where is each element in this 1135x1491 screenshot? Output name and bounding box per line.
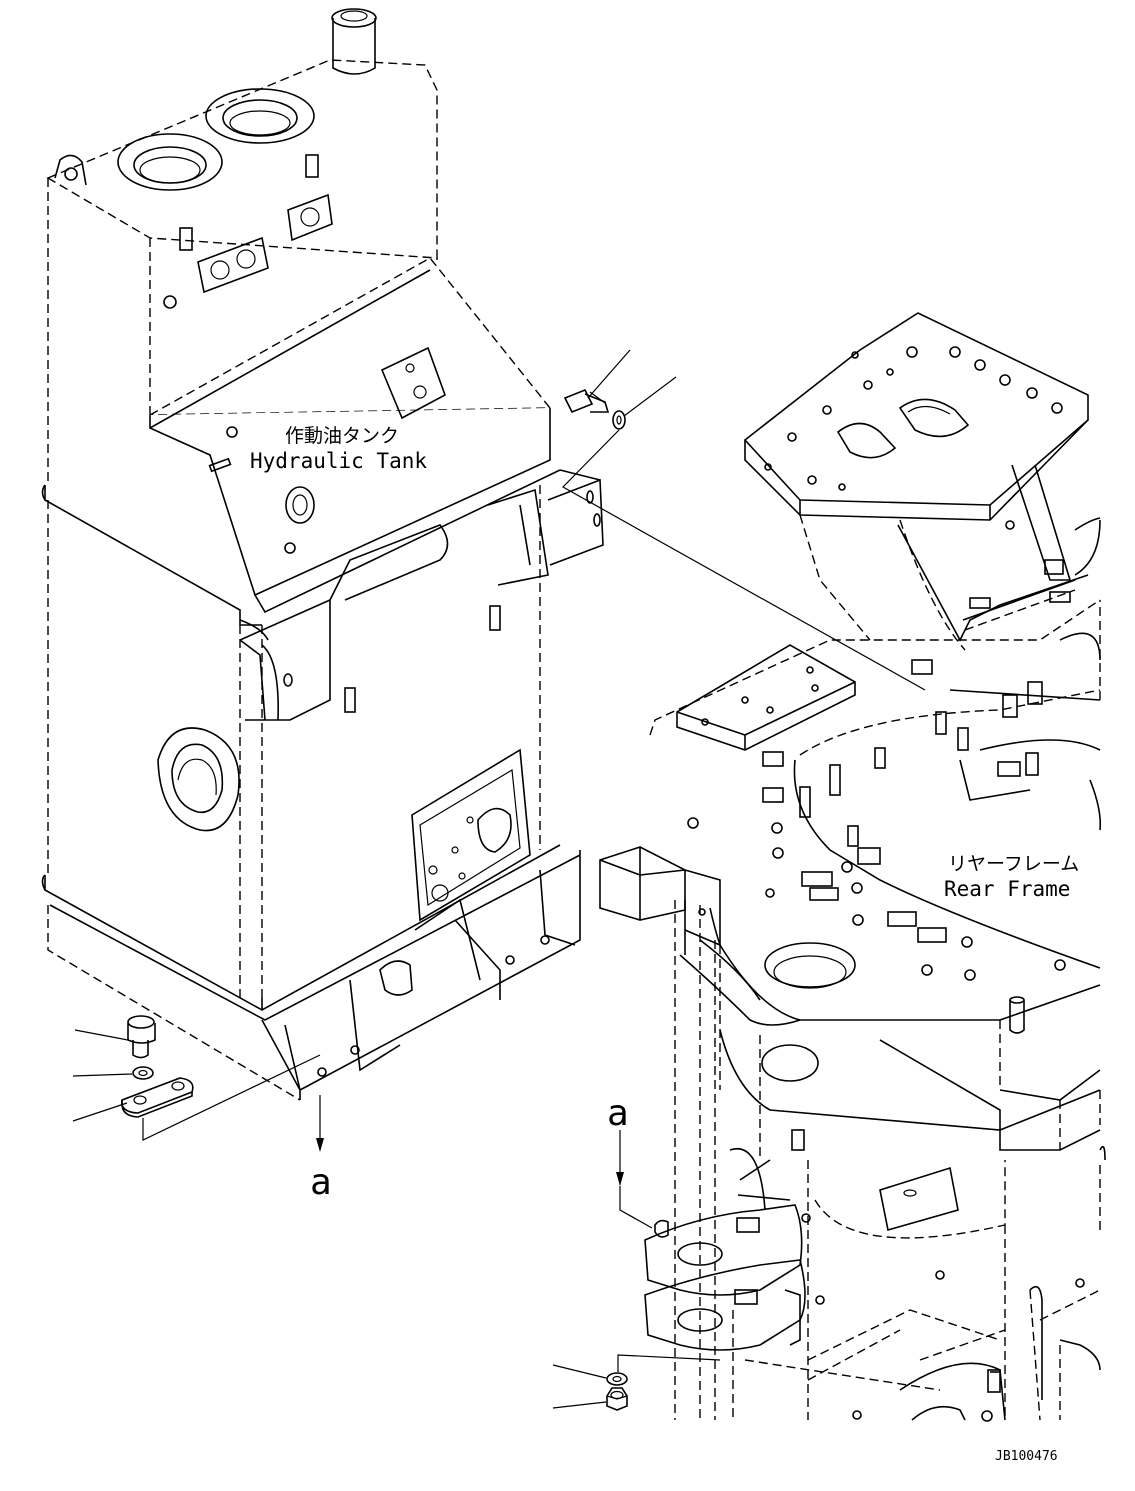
tank-upper-bracket xyxy=(239,469,604,721)
slope-flange xyxy=(380,346,446,420)
frame-cross-member xyxy=(679,939,1101,1151)
bolt-icon xyxy=(563,388,610,414)
pivot-hardware xyxy=(552,1130,721,1411)
deck-bosses xyxy=(687,659,1066,1034)
bolt-icon xyxy=(127,1015,156,1059)
flange-plate-1 xyxy=(197,236,269,294)
tank-base-skid xyxy=(47,850,581,1101)
nut-icon xyxy=(606,1387,628,1411)
hydraulic-tank-label-jp: 作動油タンク xyxy=(285,425,399,447)
reference-letter-right: a xyxy=(607,1093,629,1134)
rear-frame xyxy=(599,312,1106,1422)
hydraulic-tank xyxy=(41,8,604,1101)
plate-icon xyxy=(121,1077,194,1118)
drawing-number: JB100476 xyxy=(995,1449,1058,1464)
lower-flange-plate xyxy=(411,748,531,922)
deck-block xyxy=(676,644,856,751)
pivot-bracket xyxy=(644,1129,1085,1420)
top-port-1 xyxy=(117,133,223,191)
reference-letter-left: a xyxy=(310,1162,332,1203)
ref-arrow-right xyxy=(616,1130,653,1229)
frame-side-block xyxy=(599,846,686,921)
base-hardware xyxy=(72,1015,324,1152)
flange-plate-2 xyxy=(287,193,333,242)
rear-frame-top-plate xyxy=(743,312,1089,521)
rear-frame-label-en: Rear Frame xyxy=(944,877,1070,901)
side-port xyxy=(157,727,240,832)
washer-icon xyxy=(606,1372,628,1386)
top-port-2 xyxy=(205,88,315,144)
lifting-eye xyxy=(54,154,87,186)
washer-icon xyxy=(132,1066,154,1080)
frame-center-hole xyxy=(764,942,856,989)
washer-icon xyxy=(612,410,626,430)
upper-hardware xyxy=(562,349,926,691)
filler-neck xyxy=(331,8,377,75)
ref-arrow-left xyxy=(316,1095,324,1152)
rear-frame-label-jp: リヤーフレーム xyxy=(948,853,1079,875)
slope-port xyxy=(285,486,315,524)
hydraulic-tank-label-en: Hydraulic Tank xyxy=(250,449,427,473)
